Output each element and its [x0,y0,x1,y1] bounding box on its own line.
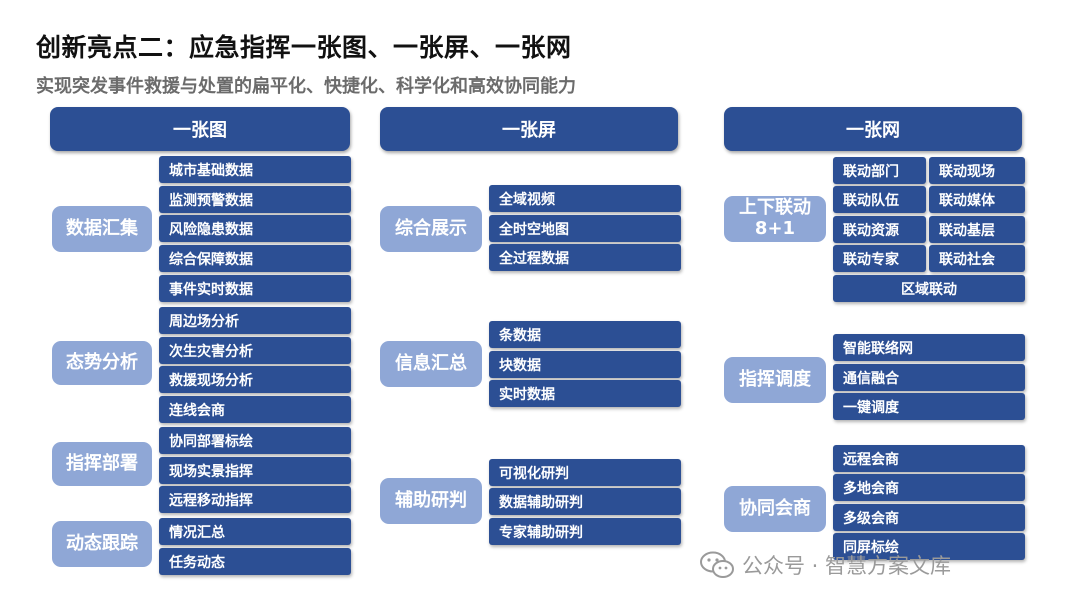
category-info-summary: 信息汇总 [380,341,482,387]
list-item: 连线会商 [159,396,351,423]
list-item: 协同部署标绘 [159,427,351,454]
list-item: 远程移动指挥 [159,486,351,513]
category-comprehensive-display: 综合展示 [380,206,482,252]
list-item: 联动资源 [833,216,926,243]
list-item: 条数据 [489,321,681,348]
column-header-map: 一张图 [50,107,350,151]
wechat-icon [700,551,734,578]
column-header-network: 一张网 [724,107,1022,151]
category-consultation: 协同会商 [724,486,826,532]
list-item-regional: 区域联动 [833,275,1025,302]
list-item: 智能联络网 [833,334,1025,361]
list-item: 块数据 [489,351,681,378]
list-item: 联动媒体 [929,186,1025,213]
list-item: 综合保障数据 [159,245,351,272]
list-item: 城市基础数据 [159,156,351,183]
list-item: 周边场分析 [159,307,351,334]
category-linkage: 上下联动 8+1 [724,196,826,242]
list-item: 远程会商 [833,445,1025,472]
list-item: 事件实时数据 [159,275,351,302]
category-linkage-line1: 上下联动 [739,197,811,219]
category-dispatch: 指挥调度 [724,357,826,403]
list-item: 多地会商 [833,474,1025,501]
list-item: 联动部门 [833,157,926,184]
list-item: 多级会商 [833,504,1025,531]
list-item: 全时空地图 [489,215,681,242]
category-command-deployment: 指挥部署 [52,442,152,486]
list-item: 联动社会 [929,245,1025,272]
category-data-collection: 数据汇集 [52,206,152,252]
list-item: 数据辅助研判 [489,488,681,515]
list-item: 专家辅助研判 [489,518,681,545]
watermark-text: 公众号 · 智慧方案文库 [742,554,952,578]
list-item: 一键调度 [833,393,1025,420]
list-item: 救援现场分析 [159,366,351,393]
list-item: 全域视频 [489,185,681,212]
list-item: 次生灾害分析 [159,337,351,364]
page-subtitle: 实现突发事件救援与处置的扁平化、快捷化、科学化和高效协同能力 [36,76,576,97]
category-assisted-judgment: 辅助研判 [380,478,482,524]
list-item: 监测预警数据 [159,186,351,213]
list-item: 联动基层 [929,216,1025,243]
category-dynamic-tracking: 动态跟踪 [52,521,152,567]
page-title: 创新亮点二：应急指挥一张图、一张屏、一张网 [36,33,572,62]
list-item: 风险隐患数据 [159,215,351,242]
category-linkage-line2: 8+1 [754,218,796,239]
column-header-screen: 一张屏 [380,107,678,151]
list-item: 全过程数据 [489,244,681,271]
list-item: 实时数据 [489,380,681,407]
watermark: 公众号 · 智慧方案文库 [700,550,951,580]
list-item: 现场实景指挥 [159,457,351,484]
list-item: 联动专家 [833,245,926,272]
category-situation-analysis: 态势分析 [52,341,152,385]
list-item: 任务动态 [159,548,351,575]
list-item: 联动队伍 [833,186,926,213]
list-item: 通信融合 [833,364,1025,391]
list-item: 联动现场 [929,157,1025,184]
list-item: 同屏标绘 [833,533,1025,560]
list-item: 可视化研判 [489,459,681,486]
list-item: 情况汇总 [159,518,351,545]
